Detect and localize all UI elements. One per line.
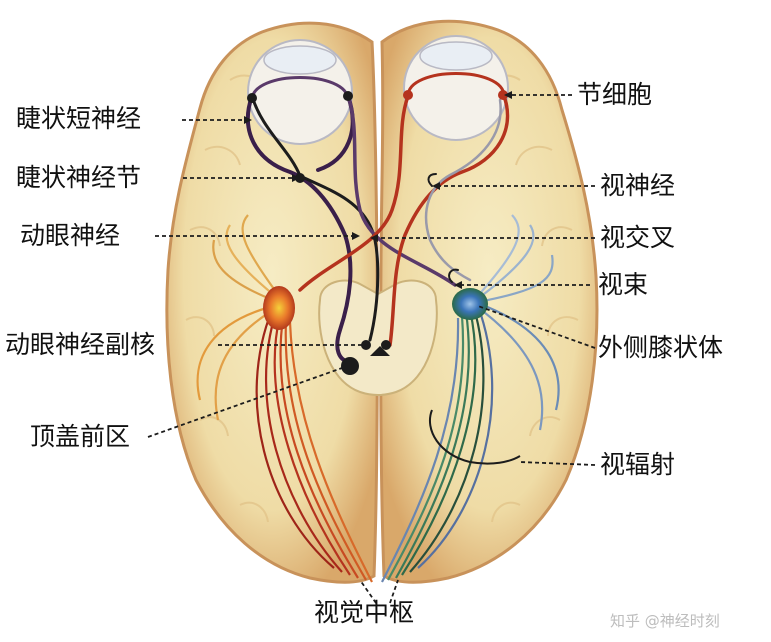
label-pretectal-area: 顶盖前区 bbox=[30, 422, 131, 451]
lateral-geniculate-body-shape bbox=[452, 288, 488, 320]
label-optic-nerve: 视神经 bbox=[600, 171, 676, 200]
optic-pathway bbox=[298, 94, 510, 347]
label-oculomotor-nerve: 动眼神经 bbox=[20, 221, 121, 250]
optic-radiation-bracket bbox=[429, 409, 521, 465]
pretectal-area-dot bbox=[341, 357, 359, 375]
ganglion-cell-right-2 bbox=[498, 90, 508, 100]
label-optic-chiasm: 视交叉 bbox=[600, 223, 676, 252]
ganglion-cell-right bbox=[403, 90, 413, 100]
label-ciliary-short-nerves: 睫状短神经 bbox=[16, 104, 142, 133]
label-lateral-geniculate-body: 外侧膝状体 bbox=[598, 333, 724, 362]
optic-radiation-right bbox=[381, 214, 560, 583]
nuclei bbox=[247, 90, 508, 375]
watermark: 知乎 @神经时刻 bbox=[610, 612, 720, 630]
label-oculomotor-accessory-nucleus: 动眼神经副核 bbox=[5, 330, 156, 359]
label-optic-tract: 视束 bbox=[598, 270, 649, 299]
pretectal-nucleus bbox=[263, 286, 295, 330]
accessory-nucleus-right bbox=[381, 340, 391, 350]
right-optic-nerve-fiber bbox=[298, 94, 410, 292]
left-eye bbox=[247, 39, 353, 145]
optic-radiation-left bbox=[196, 214, 373, 583]
brain-base bbox=[165, 19, 599, 584]
leader-lines bbox=[147, 94, 596, 604]
leader-arrowheads bbox=[244, 91, 512, 289]
label-optic-radiation: 视辐射 bbox=[600, 450, 676, 479]
label-ciliary-ganglion: 睫状神经节 bbox=[16, 163, 142, 192]
aqueduct-triangle bbox=[370, 346, 390, 356]
ganglion-cell-left-2 bbox=[343, 91, 353, 101]
accessory-nucleus-left bbox=[361, 340, 371, 350]
left-optic-nerve-fiber bbox=[346, 94, 457, 287]
right-eye bbox=[403, 35, 509, 141]
label-ganglion-cells: 节细胞 bbox=[577, 80, 653, 109]
right-hemisphere bbox=[379, 19, 599, 584]
ganglion-cell-left bbox=[247, 93, 257, 103]
label-visual-center: 视觉中枢 bbox=[314, 598, 415, 627]
